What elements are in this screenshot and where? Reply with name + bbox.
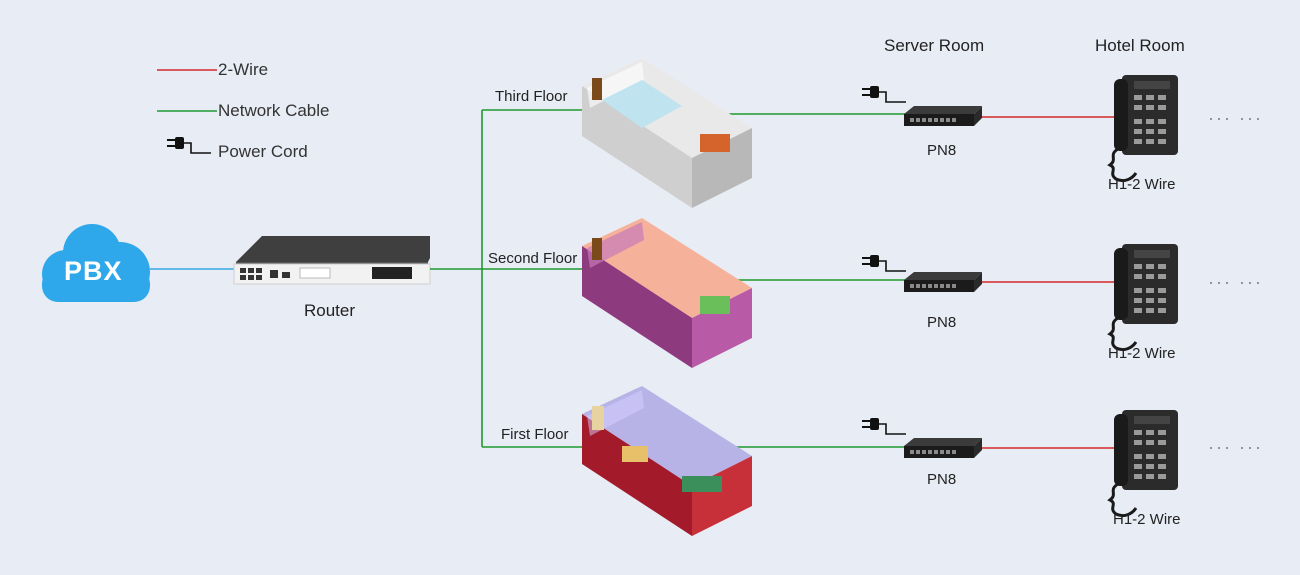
second-floor-phone-icon (1108, 242, 1180, 352)
third-floor-phone-icon (1108, 73, 1180, 183)
second-floor-more-indicator: ··· ··· (1208, 272, 1263, 292)
pbx-label: PBX (64, 256, 123, 286)
two-wire-links (982, 116, 1118, 449)
third-floor-label: Third Floor (495, 88, 568, 105)
first-floor-gateway-icon (904, 438, 982, 458)
third-floor-more-indicator: ··· ··· (1208, 108, 1263, 128)
third-floor-gateway-icon (904, 106, 982, 126)
first-floor-phone-label: H1-2 Wire (1113, 511, 1181, 528)
second-floor-gateway-icon (904, 272, 982, 292)
second-floor-power-plug-icon (861, 254, 907, 272)
second-floor-phone-label: H1-2 Wire (1108, 345, 1176, 362)
legend-2wire-label: 2-Wire (218, 60, 269, 79)
legend-power-label: Power Cord (218, 142, 308, 161)
legend-power-plug-icon (166, 136, 212, 154)
router-label: Router (304, 301, 356, 320)
router-device-icon (233, 236, 431, 285)
legend-network-label: Network Cable (218, 101, 330, 120)
pbx-cloud-icon (42, 224, 150, 302)
hotel-room-heading: Hotel Room (1095, 36, 1185, 55)
third-floor-power-plug-icon (861, 85, 907, 103)
first-floor-label: First Floor (501, 426, 569, 443)
network-cable-bus (430, 109, 905, 448)
second-floor-room-icon (582, 218, 752, 368)
server-room-heading: Server Room (884, 36, 985, 55)
first-floor-phone-icon (1108, 408, 1180, 518)
first-floor-gateway-label: PN8 (927, 471, 957, 488)
third-floor-phone-label: H1-2 Wire (1108, 176, 1176, 193)
first-floor-more-indicator: ··· ··· (1208, 437, 1263, 457)
second-floor-gateway-label: PN8 (927, 314, 957, 331)
third-floor-gateway-label: PN8 (927, 142, 957, 159)
third-floor-room-icon (582, 58, 752, 208)
first-floor-room-icon (582, 386, 752, 536)
second-floor-label: Second Floor (488, 250, 578, 267)
first-floor-power-plug-icon (861, 417, 907, 435)
